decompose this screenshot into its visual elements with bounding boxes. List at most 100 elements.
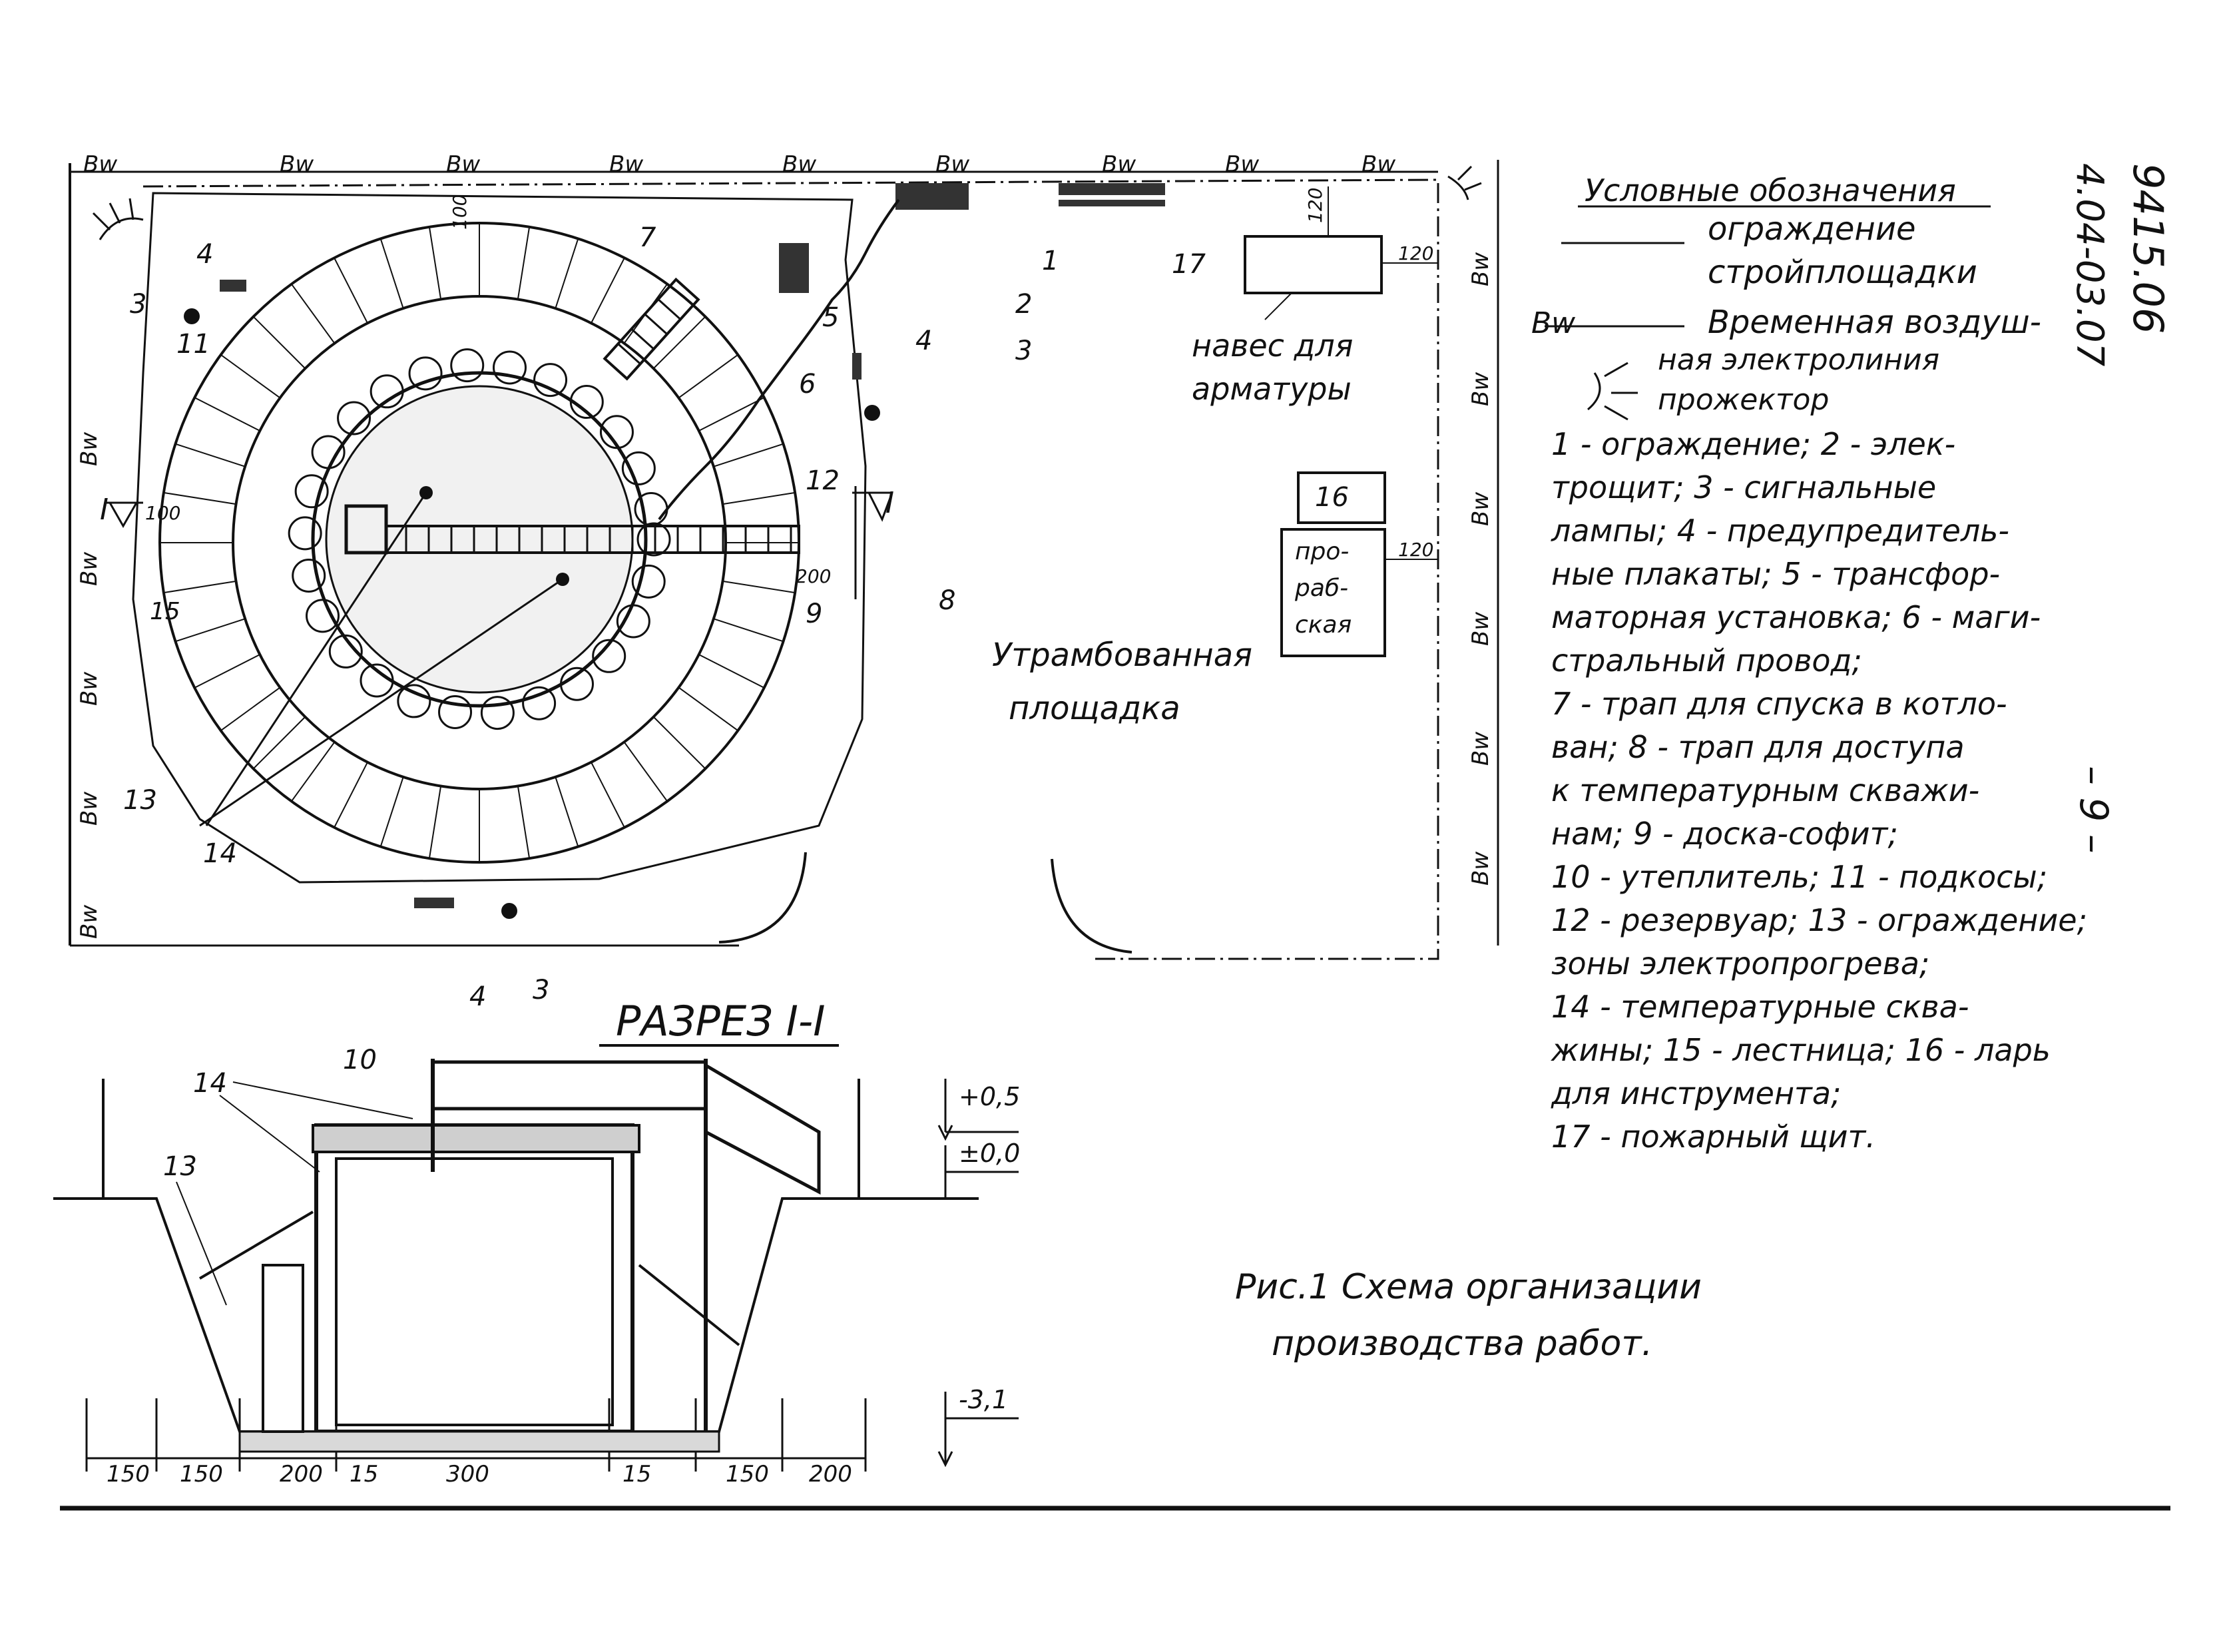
svg-text:Bw: Bw <box>83 151 117 178</box>
heating-coil <box>492 350 527 385</box>
descent-ladder-7 <box>603 277 700 381</box>
office-label-3: ская <box>1295 611 1352 639</box>
ring-hatch <box>291 284 336 344</box>
signal-lamp-3c <box>184 308 200 324</box>
callout-6: 6 <box>799 369 816 400</box>
warning-poster-4c <box>220 280 246 292</box>
section-title: РАЗРЕЗ I-I <box>616 997 826 1045</box>
ring-hatch <box>652 316 706 370</box>
heating-coil <box>592 639 626 673</box>
svg-text:Bw: Bw <box>1467 372 1494 406</box>
dim-s4: 15 <box>350 1461 378 1488</box>
legend-item-line: к температурным скважи- <box>1551 772 1980 808</box>
ring-hatch <box>379 776 404 847</box>
level-bottom: -3,1 <box>959 1385 1008 1414</box>
callout-4b: 4 <box>469 981 486 1012</box>
svg-text:Bw: Bw <box>76 792 103 826</box>
reservoir-section <box>314 1123 634 1434</box>
heating-coil <box>480 696 515 730</box>
heating-coil <box>292 558 326 593</box>
canopy-label-2: арматуры <box>1192 371 1352 407</box>
dim-120a: 120 <box>1304 188 1326 223</box>
svg-text:Bw: Bw <box>609 151 643 178</box>
callout-7: 7 <box>639 222 656 253</box>
signal-lamp-3b <box>501 903 517 919</box>
legend-bw-2: ная электролиния <box>1658 343 1939 377</box>
svg-text:Bw: Bw <box>1102 151 1136 178</box>
heating-coil <box>337 401 372 435</box>
callout-11: 11 <box>176 329 210 360</box>
heating-coil <box>288 516 322 551</box>
svg-text:Bw: Bw <box>446 151 480 178</box>
callout-4: 4 <box>915 326 932 356</box>
ring-hatch <box>220 354 281 399</box>
insulation-10 <box>312 1124 640 1153</box>
plan-labels: навес для арматуры Утрамбованная площадк… <box>100 188 1433 1012</box>
heating-coil <box>306 599 340 633</box>
callout-3: 3 <box>1015 336 1032 366</box>
ring-hatch <box>698 654 765 688</box>
office-label-2: раб- <box>1294 575 1348 602</box>
ring-hatch <box>252 316 306 370</box>
ring-hatch <box>291 741 336 802</box>
section-callout-10: 10 <box>343 1045 377 1075</box>
title-block: 9415.06 4.04-03.07 – 9 – <box>2068 163 2172 854</box>
ring-hatch <box>713 618 784 643</box>
foreman-office <box>1280 528 1386 657</box>
sheet-page: – 9 – <box>2071 766 2116 854</box>
tool-box-16 <box>1297 471 1386 524</box>
heating-coil <box>636 522 671 557</box>
signal-lamp-3a <box>864 405 880 421</box>
access-ladder-8 <box>344 504 800 555</box>
legend-symbols <box>1545 205 1991 421</box>
main-wire-6 <box>658 198 900 521</box>
ring-hatch <box>652 716 706 770</box>
legend-item-line: маторная установка; 6 - маги- <box>1551 599 2041 635</box>
callout-15: 15 <box>150 598 180 625</box>
svg-text:Bw: Bw <box>76 672 103 706</box>
svg-text:Bw: Bw <box>1467 612 1494 646</box>
ring-hatch <box>428 786 442 859</box>
svg-text:Bw: Bw <box>1467 252 1494 286</box>
ring-hatch <box>194 397 260 431</box>
ring-hatch <box>713 443 784 467</box>
heating-coil <box>560 667 595 701</box>
ring-hatch <box>428 226 442 300</box>
ring-hatch <box>252 716 306 770</box>
dim-s5: 300 <box>446 1461 489 1488</box>
dim-100b: 100 <box>449 194 471 230</box>
dim-120c: 120 <box>1398 539 1433 561</box>
heating-coil <box>370 374 404 409</box>
ring-hatch <box>678 687 738 731</box>
legend-bw-symbol: Bw <box>1531 306 1576 340</box>
legend-item-line: ные плакаты; 5 - трансфор- <box>1551 556 2001 592</box>
heating-coil <box>599 415 634 449</box>
ring-hatch <box>379 238 404 309</box>
legend-item-line: лампы; 4 - предупредитель- <box>1551 513 2010 549</box>
heating-coil <box>360 663 394 698</box>
dim-s8: 200 <box>809 1461 852 1488</box>
ring-hatch <box>517 226 531 300</box>
figure-caption: Рис.1 Схема организации производства раб… <box>1235 1267 1702 1364</box>
dim-s7: 150 <box>726 1461 769 1488</box>
callout-1: 1 <box>1042 246 1059 276</box>
legend-title: Условные обозначения <box>1585 172 1956 208</box>
ring-hatch <box>175 443 246 467</box>
legend-item-line: ван; 8 - трап для доступа <box>1551 729 1965 765</box>
heating-coil <box>450 348 485 383</box>
svg-text:Bw: Bw <box>1467 732 1494 766</box>
legend-item-line: 10 - утеплитель; 11 - подкосы; <box>1551 859 2048 895</box>
ring-hatch <box>698 397 765 431</box>
section-view: РАЗРЕЗ I-I <box>53 997 2170 1511</box>
heating-coil <box>569 385 604 419</box>
ring-hatch <box>591 762 625 828</box>
legend-header: Условные обозначения ограждение стройпло… <box>1531 172 2041 417</box>
heating-coil <box>311 435 346 469</box>
ring-hatch <box>555 238 579 309</box>
ring-hatch <box>623 741 668 802</box>
legend-spot: прожектор <box>1658 383 1829 417</box>
legend-item-line: 12 - резервуар; 13 - ограждение; <box>1551 902 2088 938</box>
level-top: +0,5 <box>959 1082 1020 1111</box>
site-plan: Bw Bw Bw Bw Bw Bw Bw Bw Bw Bw Bw Bw Bw B… <box>69 151 1499 960</box>
callout-9: 9 <box>806 599 822 629</box>
